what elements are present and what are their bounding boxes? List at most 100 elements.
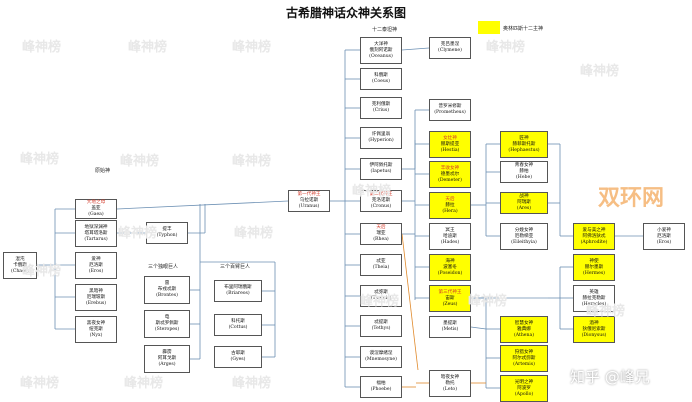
node-rhea-tag: 天后 <box>376 225 386 230</box>
primordial-group-label: 原始神 <box>95 168 111 174</box>
legend-label: 奥林匹斯十二主神 <box>503 26 544 32</box>
node-mnemosyne-line: (Mnemosyne) <box>365 357 397 362</box>
node-apollo: 光明之神阿波罗(Apollo) <box>500 375 548 402</box>
node-metis: 墨提斯(Metis) <box>429 316 471 338</box>
diagram-title: 古希腊神话众神关系图 <box>285 6 406 20</box>
node-steropes-line: 斯忒罗佩斯 <box>155 321 179 326</box>
node-eros1: 爱神厄洛斯(Eros) <box>75 252 117 279</box>
node-hera-line: 赫拉 <box>445 202 455 208</box>
node-arges: 霹雳阿耳戈斯(Arges) <box>144 345 190 373</box>
node-tethys-line: 忒提斯 <box>374 320 388 325</box>
node-heracles: 英雄赫拉克勒斯(Heracles) <box>573 285 615 312</box>
node-eros2: 小爱神厄洛斯(Eros) <box>643 223 685 250</box>
node-zeus-line: (Zeus) <box>442 301 458 307</box>
node-crius-line: 克利俄斯 <box>371 102 391 107</box>
node-rhea: 天后瑞亚(Rhea) <box>360 223 402 245</box>
node-zeus: 第三代神王宙斯(Zeus) <box>429 285 471 312</box>
node-rhea-line: (Rhea) <box>373 237 389 242</box>
node-hephaestus-line: (Hephaestus) <box>508 147 540 153</box>
watermark-text: 峰神榜 <box>580 64 620 79</box>
watermark-text: 峰神榜 <box>232 154 272 169</box>
node-artemis: 狩猎女神阿尔忒弥斯(Artemis) <box>500 345 548 372</box>
node-apollo-line: 光明之神 <box>514 379 534 385</box>
node-uranus: 第一代神王乌拉诺斯(Uranus) <box>288 190 330 212</box>
node-hyperion-line: (Hyperion) <box>368 138 394 143</box>
connector-line <box>470 326 487 330</box>
node-heracles-line: (Heracles) <box>581 301 607 307</box>
node-hestia: 女灶神赫斯提亚(Hestia) <box>429 131 471 158</box>
node-mnemosyne-line: 谟涅摩绪涅 <box>369 351 393 356</box>
node-cottus-line: 科托斯 <box>231 319 245 324</box>
node-eros2-line: 小爱神 <box>657 227 671 233</box>
node-nyx-line: (Nyx) <box>89 332 103 338</box>
node-coeus: 科俄斯(Coeus) <box>360 68 402 90</box>
node-clymene: 克吕墨涅(Clymene) <box>429 37 471 59</box>
watermark-text: 峰神榜 <box>20 376 60 391</box>
node-artemis-line: 阿尔忒弥斯 <box>512 355 536 361</box>
node-cottus-line: (Cottus) <box>228 325 248 330</box>
node-cronus-tag: 第二代神王 <box>369 192 393 197</box>
brand-watermark: 双环网 <box>598 186 665 211</box>
connector-line <box>116 200 289 210</box>
node-ares: 战神阿瑞斯(Ares) <box>500 192 548 214</box>
node-crius: 克利俄斯(Crius) <box>360 97 402 119</box>
node-athena-line: (Athena) <box>513 332 535 338</box>
watermark-text: 峰神榜 <box>128 40 168 55</box>
node-arges-line: 阿耳戈斯 <box>157 356 177 361</box>
node-brontes-line: 雷 <box>164 281 170 286</box>
node-poseidon-line: 海神 <box>445 258 455 264</box>
node-hestia-line: (Hestia) <box>440 147 460 153</box>
node-hermes: 神使赫尔墨斯(Hermes) <box>573 254 615 281</box>
node-clymene-line: 克吕墨涅 <box>440 42 460 47</box>
connector-line <box>401 233 419 371</box>
node-zeus-tag: 第三代神王 <box>438 289 462 295</box>
node-ares-line: 战神 <box>519 194 529 199</box>
node-dionysus-line: 酒神 <box>589 320 599 326</box>
node-hebe-line: (Hebe) <box>516 175 532 180</box>
node-hera: 天后赫拉(Hera) <box>429 192 471 219</box>
node-steropes: 电斯忒罗佩斯(Steropes) <box>144 310 190 338</box>
node-iapetus-line: 伊阿佩托斯 <box>369 163 393 168</box>
node-oceanus-line: (Oceanus) <box>369 53 393 59</box>
node-eros2-line: 厄洛斯 <box>657 233 671 239</box>
node-leto-line: 勒托 <box>445 380 455 386</box>
node-nyx-line: 黑夜女神 <box>86 320 106 326</box>
node-aphrodite-line: 阿佛洛狄忒 <box>582 233 606 239</box>
node-demeter: 丰收女神德墨忒尔(Demeter) <box>429 161 471 188</box>
node-theia-line: 忒亚 <box>376 259 386 264</box>
watermark-text: 峰神榜 <box>360 294 400 309</box>
node-hestia-tag: 女灶神 <box>443 135 457 141</box>
node-tartarus-line: 塔耳塔洛斯 <box>84 230 108 236</box>
node-hebe-line: 赫柏 <box>519 169 529 174</box>
node-leto-line: 暗夜女神 <box>440 374 460 380</box>
node-phoebe: 福柏(Phoebe) <box>360 376 402 398</box>
node-hephaestus: 匠神赫菲斯托斯(Hephaestus) <box>500 131 548 158</box>
node-themis: 忒弥斯(Themis) <box>360 285 402 307</box>
node-hyperion: 许佩里翁(Hyperion) <box>360 127 402 149</box>
node-eros1-line: 爱神 <box>91 256 101 262</box>
node-metis-line: 墨提斯 <box>443 321 457 326</box>
node-poseidon: 海神波塞冬(Poseidon) <box>429 254 471 281</box>
node-chaos: 混沌卡俄斯(Chaos) <box>3 252 37 279</box>
watermark-text: 峰神榜 <box>118 226 158 241</box>
node-dionysus: 酒神狄俄尼索斯(Dionysus) <box>573 316 615 343</box>
node-mnemosyne: 谟涅摩绪涅(Mnemosyne) <box>360 346 402 368</box>
node-steropes-line: 电 <box>164 315 170 320</box>
node-brontes-line: 布戎忒斯 <box>157 287 177 292</box>
node-hera-line: (Hera) <box>442 208 458 214</box>
node-rhea-line: 瑞亚 <box>376 231 386 236</box>
watermark-text: 峰神榜 <box>124 376 164 391</box>
node-dionysus-line: (Dionysus) <box>581 332 607 338</box>
node-brontes-line: (Brontes) <box>156 293 178 298</box>
node-metis-line: (Metis) <box>441 327 459 332</box>
node-prometheus-line: 普罗米修斯 <box>438 104 462 109</box>
node-eros1-line: (Eros) <box>88 268 104 274</box>
node-apollo-line: (Apollo) <box>514 391 534 397</box>
node-eileithyia: 分娩女神厄勒梯亚(Eileithyia) <box>500 223 548 250</box>
node-athena-line: 雅典娜 <box>517 326 531 332</box>
node-crius-line: (Crius) <box>372 108 390 113</box>
node-nyx-line: 纽克斯 <box>89 326 103 332</box>
node-hades: 冥王哈迪斯(Hades) <box>429 223 471 250</box>
node-zeus-line: 宙斯 <box>445 295 455 301</box>
node-gaea: 大地之母盖亚(Gaea) <box>75 199 117 219</box>
